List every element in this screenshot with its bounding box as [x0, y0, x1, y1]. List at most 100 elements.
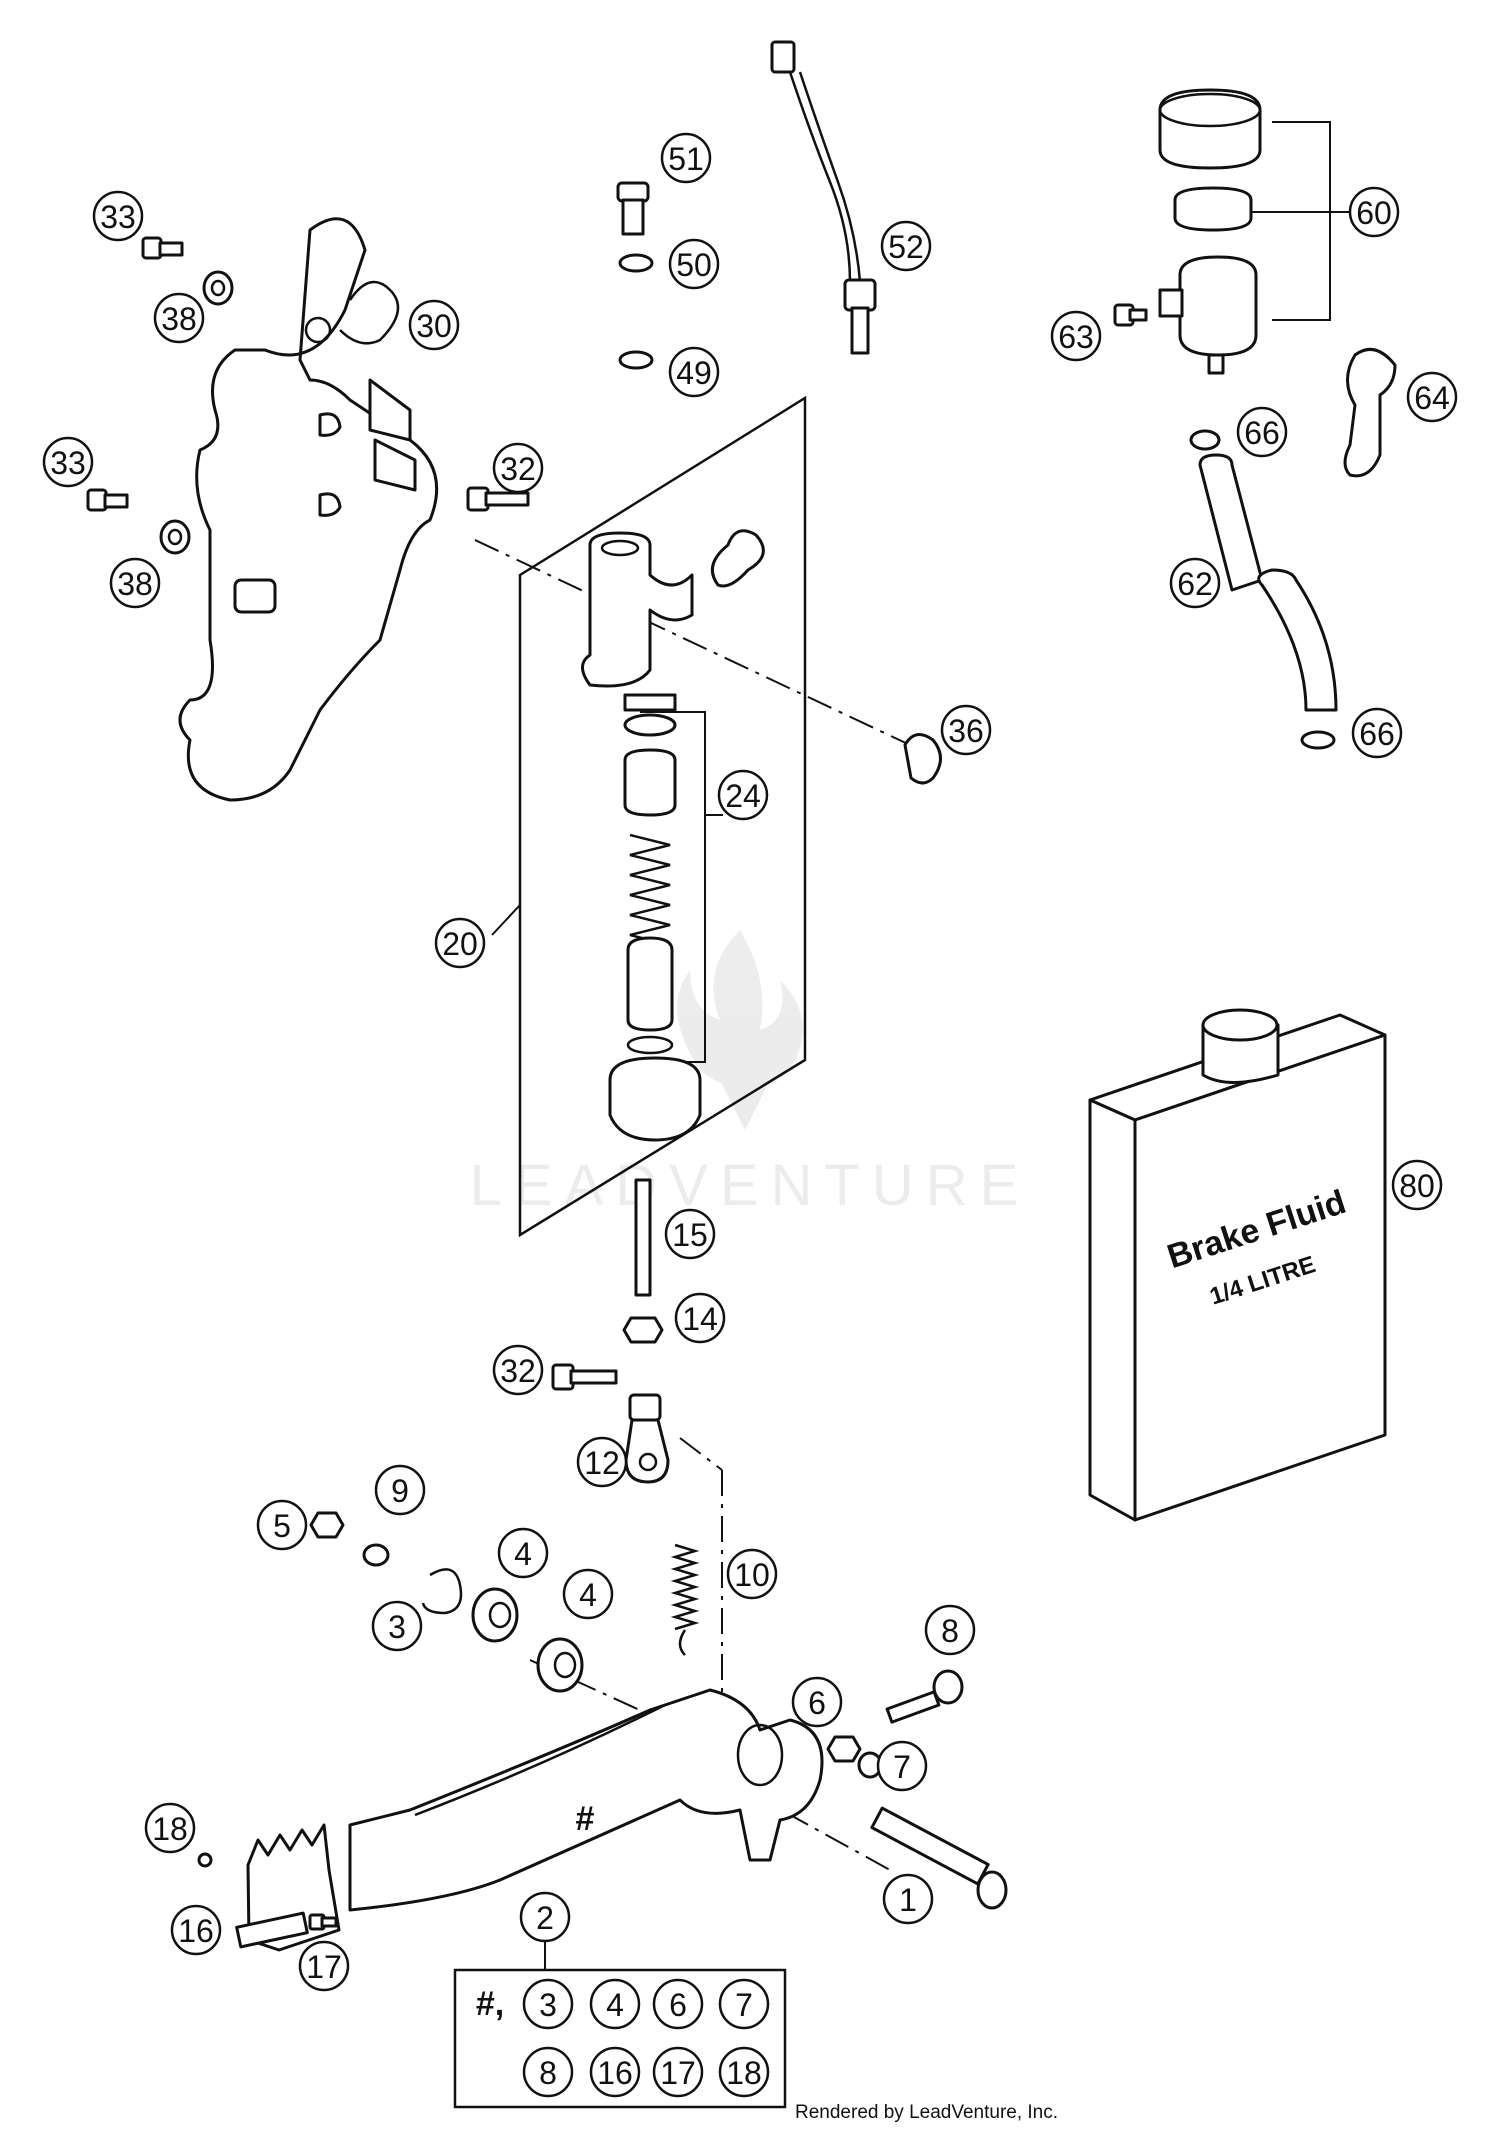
- callout-circle: [519, 1891, 571, 1943]
- callout-circle: [717, 769, 769, 821]
- bolt-1-part: [870, 1806, 1008, 1910]
- callout-label: 12: [584, 1445, 620, 1481]
- callout-label: 38: [117, 566, 153, 602]
- dust-boot-part: [608, 1056, 702, 1142]
- kit-item-circle: [589, 2046, 641, 2098]
- callout-c33b: 33: [42, 436, 94, 488]
- washer-50-part: [618, 253, 654, 273]
- kit-item-circle: [718, 2046, 770, 2098]
- callout-label: 66: [1359, 716, 1395, 752]
- bearing-4-b-part: [536, 1637, 584, 1693]
- callout-c10: 10: [726, 1548, 778, 1600]
- footer-credit: Rendered by LeadVenture, Inc.: [795, 2102, 1058, 2123]
- screw-17-part: [308, 1913, 338, 1931]
- callout-label: 64: [1414, 380, 1450, 416]
- callout-label: 20: [442, 926, 478, 962]
- callout-label: 2: [536, 1900, 554, 1936]
- callout-circle: [492, 1344, 544, 1396]
- callout-c80: 80: [1391, 1159, 1443, 1211]
- callout-label: 52: [888, 229, 924, 265]
- callout-label: 49: [676, 355, 712, 391]
- screw-33-upper-part: [141, 236, 184, 260]
- callout-c62: 62: [1169, 557, 1221, 609]
- callout-c33a: 33: [92, 190, 144, 242]
- callout-c36: 36: [940, 704, 992, 756]
- callout-circle: [1351, 707, 1403, 759]
- kit-item: 18: [718, 2046, 770, 2098]
- watermark-chevron-icon: [700, 1040, 790, 1130]
- kit-item-circle: [718, 1978, 770, 2030]
- kit-item: 3: [522, 1978, 574, 2030]
- callout-label: 50: [676, 247, 712, 283]
- spring-10-part: [670, 1543, 700, 1656]
- centerline-upper: [474, 539, 911, 746]
- callout-circle: [876, 1740, 928, 1792]
- callout-c2: 2: [519, 1891, 571, 1943]
- washer-9-part: [362, 1543, 390, 1567]
- callout-circle: [674, 1292, 726, 1344]
- callout-label: 51: [668, 141, 704, 177]
- screw-33-lower-part: [86, 488, 129, 512]
- callout-c30: 30: [408, 299, 460, 351]
- kit-item-label: 16: [597, 2055, 633, 2091]
- watermark: LEADVENTURE: [470, 930, 1018, 1218]
- callout-circle: [576, 1436, 628, 1488]
- callout-circle: [791, 1676, 843, 1728]
- screw-63-part: [1113, 303, 1148, 327]
- callout-c24: 24: [717, 769, 769, 821]
- piston-sleeve-part: [623, 748, 677, 817]
- callout-label: 80: [1399, 1168, 1435, 1204]
- kit-item-circle: [652, 1978, 704, 2030]
- o-ring-part: [623, 713, 677, 737]
- circlip-part: [626, 1035, 674, 1055]
- callout-label: 24: [725, 778, 761, 814]
- callout-circle: [298, 1940, 350, 1992]
- kit-item-label: 6: [669, 1987, 687, 2023]
- callout-label: 5: [273, 1508, 291, 1544]
- callout-circle: [92, 190, 144, 242]
- callout-c38b: 38: [109, 557, 161, 609]
- callout-label: 60: [1356, 195, 1392, 231]
- kit-item: 16: [589, 2046, 641, 2098]
- callout-label: 16: [178, 1913, 214, 1949]
- callout-circle: [408, 299, 460, 351]
- bracket-64-part: [1343, 347, 1397, 478]
- kit-item-circle: [589, 1978, 641, 2030]
- heel-guard-wire-loop: [339, 280, 400, 345]
- callout-circle: [1236, 406, 1288, 458]
- kit-item-label: 18: [726, 2055, 762, 2091]
- callout-label: 63: [1058, 319, 1094, 355]
- callout-c60: 60: [1348, 186, 1400, 238]
- callout-circle: [434, 917, 486, 969]
- callout-circle: [144, 1802, 196, 1854]
- callout-circle: [882, 1873, 934, 1925]
- callout-label: 17: [306, 1949, 342, 1985]
- kit-20-leader: [491, 904, 521, 936]
- callout-c63: 63: [1050, 310, 1102, 362]
- kit-item-circle: [652, 2046, 704, 2098]
- callout-circle: [153, 292, 205, 344]
- callout-circle: [1050, 310, 1102, 362]
- callout-circle: [562, 1568, 614, 1620]
- callout-label: 4: [514, 1536, 532, 1572]
- callout-c50: 50: [668, 238, 720, 290]
- callout-c32b: 32: [492, 1344, 544, 1396]
- brake-light-switch-52-part: [770, 40, 877, 355]
- bolt-32-upper-part: [466, 486, 530, 512]
- callout-c18: 18: [144, 1802, 196, 1854]
- kit-item-label: 8: [539, 2055, 557, 2091]
- callout-c38a: 38: [153, 292, 205, 344]
- centerline-rod: [679, 1437, 723, 1471]
- callout-label: 36: [948, 713, 984, 749]
- kit-item-label: 7: [735, 1987, 753, 2023]
- callout-circle: [726, 1548, 778, 1600]
- kit-2-box: [453, 1968, 787, 2109]
- callout-circle: [1348, 186, 1400, 238]
- callout-c15: 15: [664, 1208, 716, 1260]
- callout-circle: [42, 436, 94, 488]
- bearing-4-a-part: [471, 1587, 519, 1643]
- callout-label: 15: [672, 1217, 708, 1253]
- callout-c52: 52: [880, 220, 932, 272]
- callout-circle: [924, 1604, 976, 1656]
